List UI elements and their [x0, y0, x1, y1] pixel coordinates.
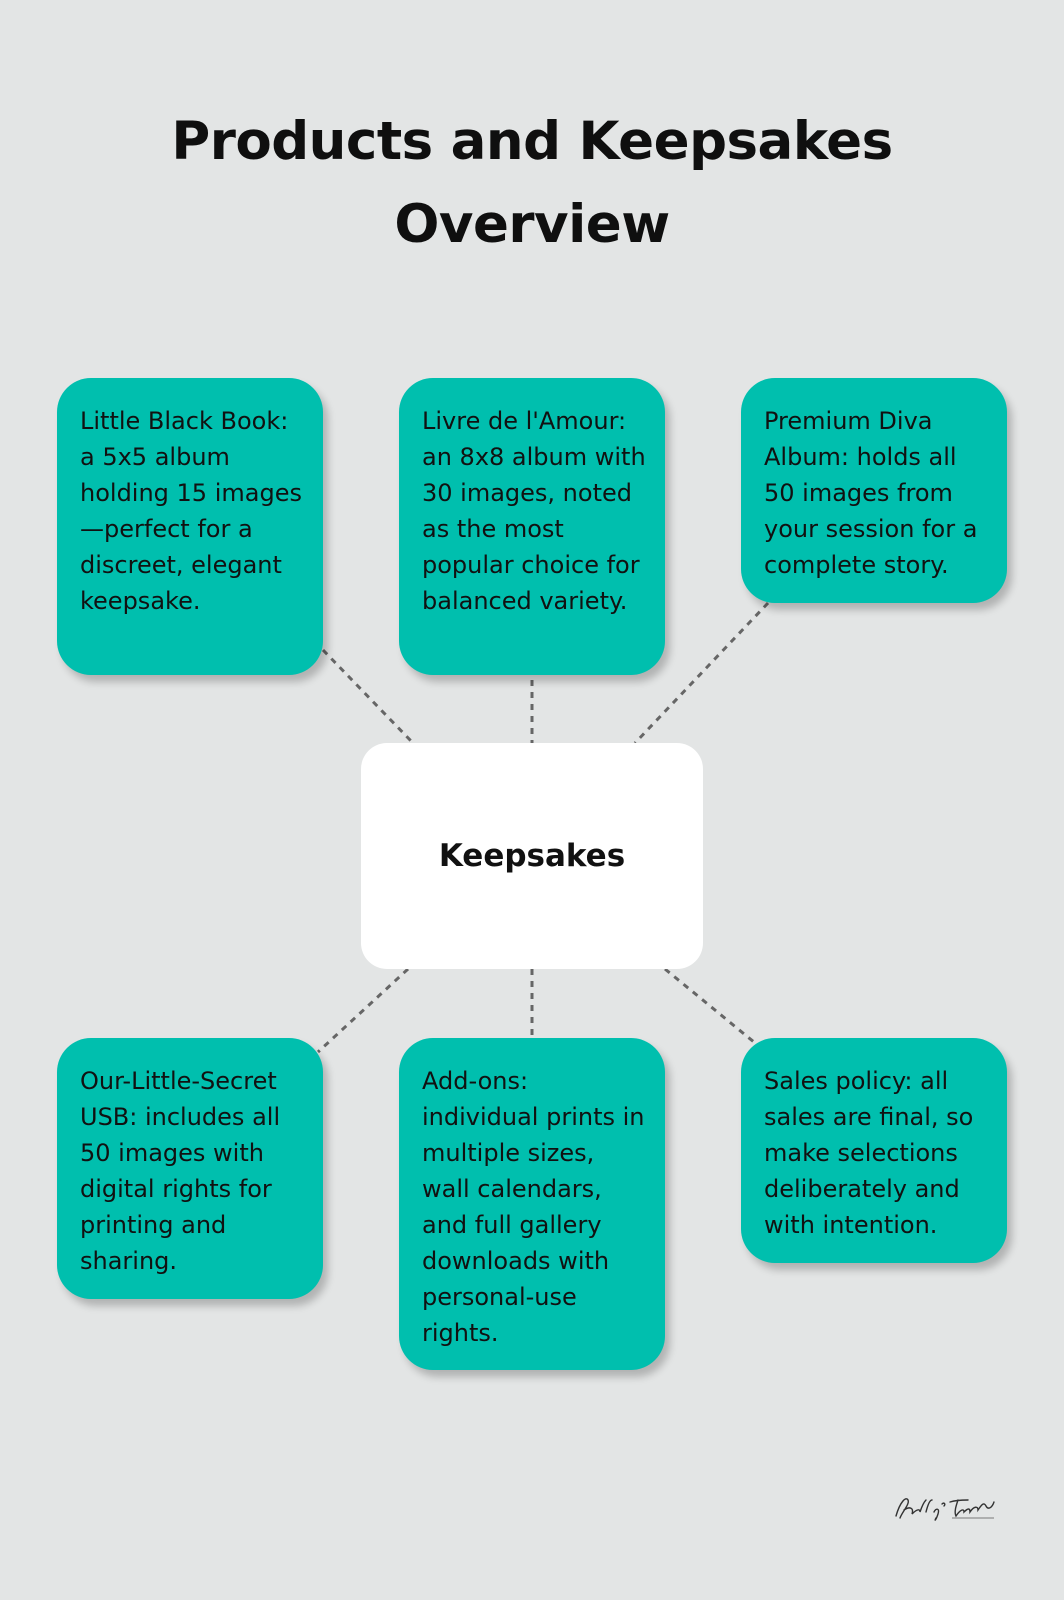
photographer-signature-logo [895, 1498, 995, 1521]
node-add-ons: Add-ons: individual prints in multiple s… [399, 1038, 665, 1370]
connector-line [321, 648, 415, 745]
node-sales-policy: Sales policy: all sales are final, so ma… [741, 1038, 1007, 1263]
diagram-title: Products and Keepsakes Overview [171, 111, 893, 255]
connector-line [316, 967, 410, 1054]
connector-line [633, 601, 770, 745]
node-little-black-book: Little Black Book: a 5x5 album holding 1… [57, 378, 323, 675]
connector-line [664, 967, 761, 1049]
center-node-keepsakes: Keepsakes [361, 743, 703, 969]
node-livre-de-lamour: Livre de l'Amour: an 8x8 album with 30 i… [399, 378, 665, 675]
node-our-little-secret-usb: Our-Little-Secret USB: includes all 50 i… [57, 1038, 323, 1299]
node-premium-diva-album: Premium Diva Album: holds all 50 images … [741, 378, 1007, 603]
